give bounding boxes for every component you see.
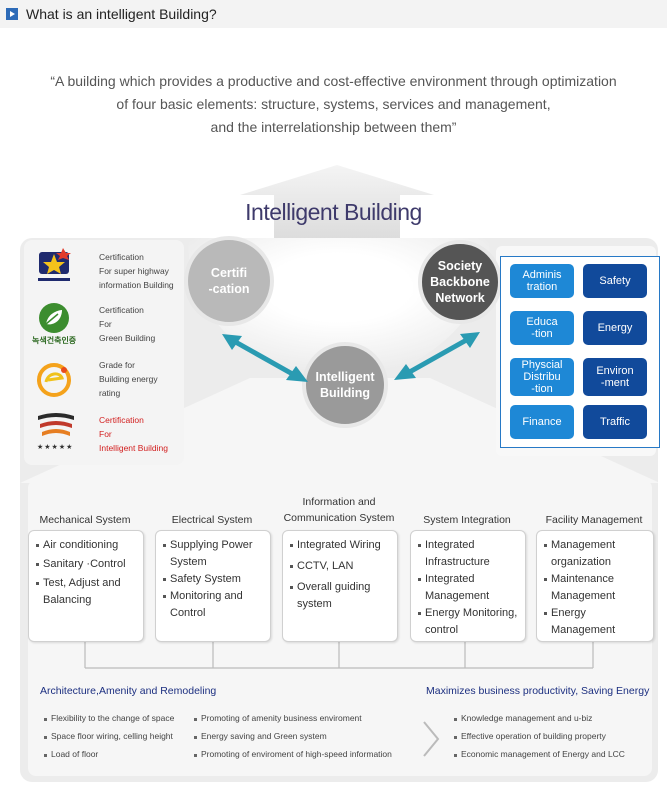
list-item: Effective operation of building property xyxy=(454,731,650,749)
system-box-electrical: Supplying Power System Safety System Mon… xyxy=(155,530,271,642)
system-item: Supplying Power System xyxy=(162,537,264,571)
cert-label-super-highway: Certification For super highway informat… xyxy=(99,252,174,290)
system-item: Energy Management xyxy=(543,605,647,639)
system-item: Integrated Infrastructure xyxy=(417,537,519,571)
chevron-right-icon xyxy=(423,721,440,757)
system-item: Overall guiding system xyxy=(289,579,391,613)
list-item: Flexibility to the change of space xyxy=(44,713,204,731)
cert-label-intelligent-building: Certification For Intelligent Building xyxy=(99,415,168,453)
productivity-list: Knowledge management and u-biz Effective… xyxy=(454,713,650,767)
section-title: What is an intelligent Building? xyxy=(26,6,217,22)
grid-cell-safety: Safety xyxy=(583,264,647,298)
productivity-title: Maximizes business productivity, Saving … xyxy=(426,685,650,697)
quote-line-3: and the interrelationship between them” xyxy=(210,119,457,135)
upward-arrow-shape xyxy=(240,165,434,240)
quote-line-1: “A building which provides a productive … xyxy=(50,73,617,89)
list-item: Promoting of enviroment of high-speed in… xyxy=(194,749,416,767)
system-item: CCTV, LAN xyxy=(289,558,391,575)
cert-label-energy-rating: Grade for Building energy rating xyxy=(99,360,158,398)
energy-rating-logo-icon xyxy=(37,363,71,397)
system-box-information: Integrated Wiring CCTV, LAN Overall guid… xyxy=(282,530,398,642)
society-backbone-circle: Society Backbone Network xyxy=(418,240,502,324)
quote-line-2: of four basic elements: structure, syste… xyxy=(116,96,551,112)
double-arrow-icon xyxy=(222,334,308,382)
list-item: Space floor wiring, celling height xyxy=(44,731,204,749)
system-title-electrical: Electrical System xyxy=(171,514,253,526)
intelligent-building-logo-icon xyxy=(38,413,74,436)
grid-cell-environment: Environ -ment xyxy=(583,358,647,396)
rating-stars: ★★★★★ xyxy=(37,444,74,451)
architecture-list: Flexibility to the change of space Space… xyxy=(44,713,204,767)
system-title-facility: Facility Management xyxy=(545,514,643,526)
grid-cell-traffic: Traffic xyxy=(583,405,647,439)
system-title-mechanical: Mechanical System xyxy=(39,514,131,526)
certification-list-bg xyxy=(24,240,184,465)
amenity-list: Promoting of amenity business enviroment… xyxy=(194,713,416,767)
list-item: Promoting of amenity business enviroment xyxy=(194,713,416,731)
list-item: Energy saving and Green system xyxy=(194,731,416,749)
system-item: Energy Monitoring, control xyxy=(417,605,519,639)
grid-cell-energy: Energy xyxy=(583,311,647,345)
system-item: Sanitary ·Control xyxy=(35,556,137,573)
system-title-integration: System Integration xyxy=(423,514,511,526)
cert-label-green-building: Certification For Green Building xyxy=(99,305,156,343)
system-item: Management organization xyxy=(543,537,647,571)
architecture-title: Architecture,Amenity and Remodeling xyxy=(40,685,217,697)
system-box-mechanical: Air conditioning Sanitary ·Control Test,… xyxy=(28,530,144,642)
list-item: Economic management of Energy and LCC xyxy=(454,749,650,767)
double-arrow-icon xyxy=(394,332,480,380)
grid-cell-physical-distribution: Physcial Distribu -tion xyxy=(510,358,574,396)
green-leaf-logo-icon xyxy=(39,303,69,333)
list-item: Load of floor xyxy=(44,749,204,767)
system-item: Air conditioning xyxy=(35,537,137,554)
system-item: Monitoring and Control xyxy=(162,588,264,622)
system-box-facility: Management organization Maintenance Mana… xyxy=(536,530,654,642)
system-item: Test, Adjust and Balancing xyxy=(35,575,137,609)
grid-cell-finance: Finance xyxy=(510,405,574,439)
system-item: Integrated Wiring xyxy=(289,537,391,554)
intelligent-building-circle: Intelligent Building xyxy=(302,342,388,428)
grid-cell-education: Educa -tion xyxy=(510,311,574,345)
play-arrow-icon xyxy=(6,8,18,20)
system-title-information: Information and Communication System xyxy=(283,496,395,524)
diagram-title: Intelligent Building xyxy=(245,199,422,225)
grid-cell-administration: Adminis tration xyxy=(510,264,574,298)
green-building-logo-text: 녹색건축인증 xyxy=(32,336,77,345)
super-highway-logo-icon xyxy=(38,248,71,281)
section-header xyxy=(0,0,667,28)
connector-lines xyxy=(84,638,594,669)
system-item: Integrated Management xyxy=(417,571,519,605)
system-item: Maintenance Management xyxy=(543,571,647,605)
system-box-integration: Integrated Infrastructure Integrated Man… xyxy=(410,530,526,642)
system-item: Safety System xyxy=(162,571,264,588)
certification-circle: Certifi -cation xyxy=(184,236,274,326)
list-item: Knowledge management and u-biz xyxy=(454,713,650,731)
